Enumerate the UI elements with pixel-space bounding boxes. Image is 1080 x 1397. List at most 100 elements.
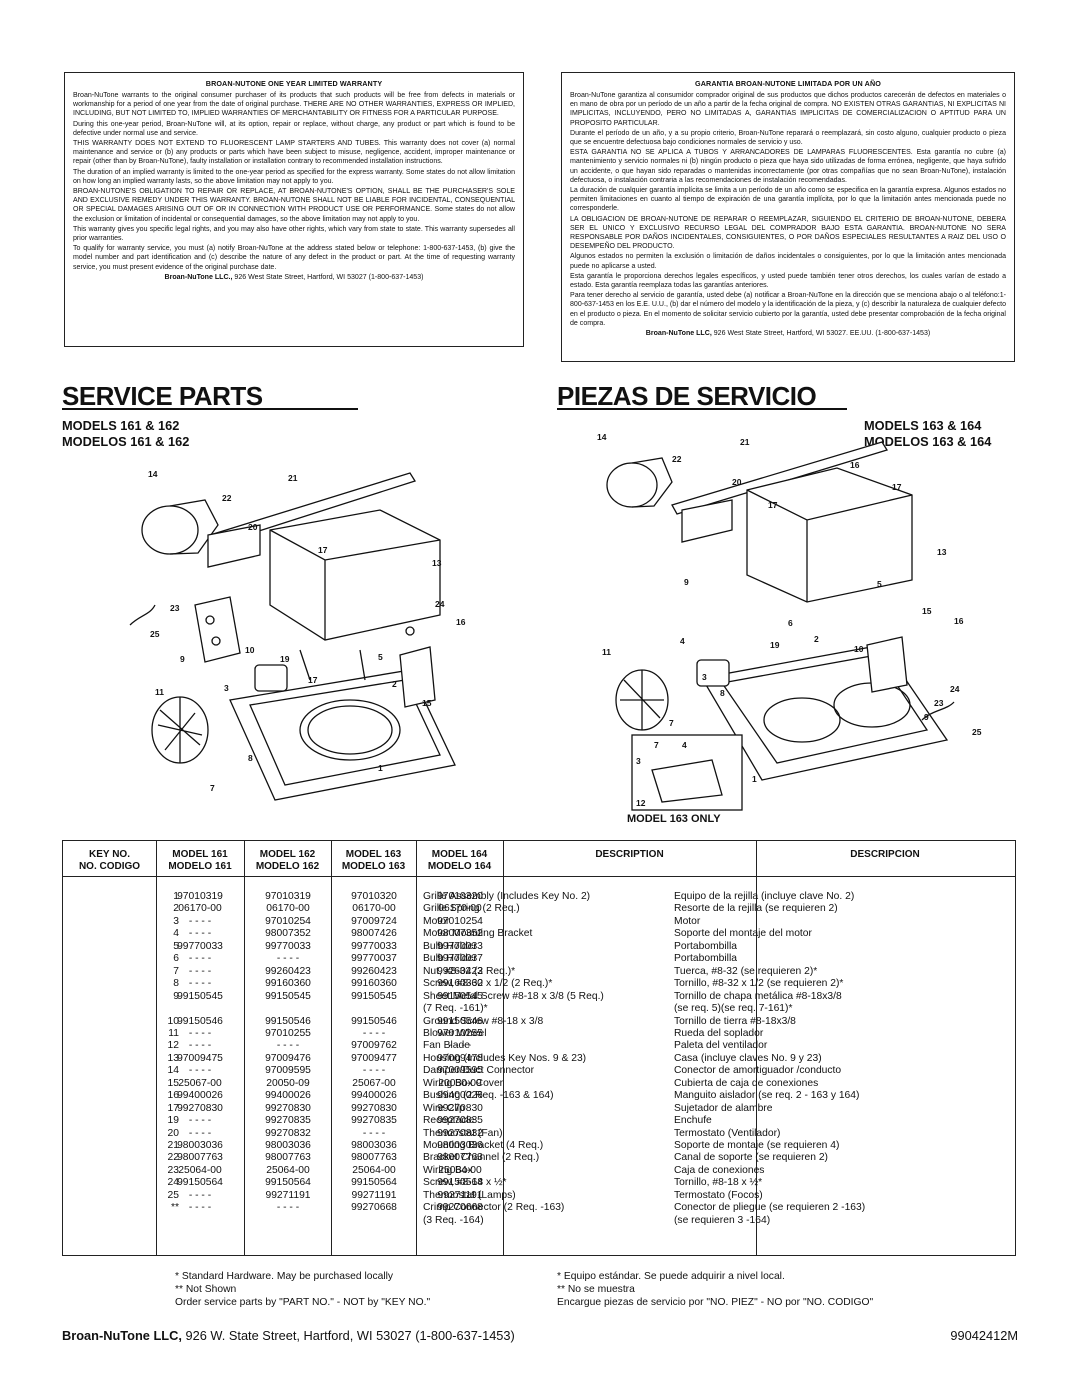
callout-label: 4 xyxy=(682,740,687,750)
note-order-by-part-no: Order service parts by "PART NO." - NOT … xyxy=(175,1297,431,1308)
warranty-paragraph: La duración de cualquier garantía implíc… xyxy=(570,187,1006,213)
exploded-diagram-161-162: 14 21 22 20 17 13 23 25 24 16 9 10 19 5 … xyxy=(129,469,466,801)
cell-m161: - - - - xyxy=(188,1027,212,1039)
cell-m162: 99400026 xyxy=(265,1090,311,1102)
header-model-164: MODEL 164 MODELO 164 xyxy=(416,849,503,873)
cell-m161: - - - - xyxy=(188,915,212,927)
header-model-161: MODEL 161 MODELO 161 xyxy=(156,849,244,873)
cell-m161: 98003036 xyxy=(177,1140,223,1151)
header-no-codigo-label: NO. CODIGO xyxy=(78,861,141,872)
cell-m161: - - - - xyxy=(188,965,212,977)
cell-desc: Motor xyxy=(423,915,450,927)
cell-desc: Damper/Duct Connector xyxy=(423,1065,535,1077)
cell-desc: Bulb Holder xyxy=(423,953,477,965)
cell-desc: Wiring Box xyxy=(423,1164,473,1176)
callout-label: 15 xyxy=(422,698,432,708)
cell-descr: Casa (incluye claves No. 9 y 23) xyxy=(674,1052,822,1064)
cell-m163: 99150545 xyxy=(351,990,397,1002)
cell-key: 15 xyxy=(167,1077,179,1089)
warranty-title-english: BROAN-NUTONE ONE YEAR LIMITED WARRANTY xyxy=(205,79,383,88)
cell-m163: 99400026 xyxy=(351,1090,397,1102)
note-equipo-estandar: * Equipo estándar. Se puede adquirir a n… xyxy=(557,1271,785,1282)
callout-label: 11 xyxy=(155,687,164,697)
diagram-artwork xyxy=(606,441,955,811)
warranty-paragraph: Para tener derecho al servicio de garant… xyxy=(570,292,1006,327)
cell-m163: 99150546 xyxy=(351,1015,397,1027)
cell-m162: - - - - xyxy=(276,953,300,965)
warranty-paragraph: Broan-NuTone garantiza al consumidor com… xyxy=(570,92,1006,127)
cell-descr: Tuerca, #8-32 (se requieren 2)* xyxy=(674,965,818,977)
cell-key: 7 xyxy=(173,965,179,977)
cell-m163: 98007763 xyxy=(351,1152,397,1164)
cell-m164: 99400026 xyxy=(437,1090,483,1102)
note-standard-hardware: * Standard Hardware. May be purchased lo… xyxy=(175,1271,394,1282)
cell-m163: 99160360 xyxy=(351,978,397,990)
cell-m162: 97009476 xyxy=(265,1052,311,1064)
callout-label: 9 xyxy=(684,577,689,587)
cell-m163: 99270668 xyxy=(351,1202,397,1214)
cell-key: 20 xyxy=(167,1127,179,1139)
header-divider xyxy=(63,876,1015,877)
column-divider xyxy=(756,841,757,1255)
callout-label: 1 xyxy=(752,774,757,784)
callout-label: 12 xyxy=(636,798,646,808)
cell-descr: (se req. 5)(se req. 7-161)* xyxy=(674,1003,793,1015)
callout-label: 11 xyxy=(602,647,611,657)
cell-m162: 98003036 xyxy=(265,1140,311,1151)
inset-label: MODEL 163 ONLY xyxy=(627,813,721,825)
cell-key: 13 xyxy=(167,1052,179,1064)
callout-label: 3 xyxy=(702,672,707,682)
cell-m162: - - - - xyxy=(276,1040,300,1052)
cell-m163: 99150564 xyxy=(351,1177,397,1189)
cell-descr: Equipo de la rejilla (incluye clave No. … xyxy=(674,891,855,902)
cell-m162: 98007763 xyxy=(265,1152,311,1164)
exploded-diagram-163-164: 14 21 22 16 20 17 17 9 13 5 6 15 16 11 4… xyxy=(597,432,982,825)
cell-m162: 99150545 xyxy=(265,990,311,1002)
cell-m161: - - - - xyxy=(188,953,212,965)
cell-m163: 99270835 xyxy=(351,1115,397,1127)
cell-m164: 99150546 xyxy=(437,1015,483,1027)
cell-m162: 99270835 xyxy=(265,1115,311,1127)
callout-label: 9 xyxy=(180,654,185,664)
header-description: DESCRIPTION xyxy=(595,849,664,860)
cell-m163: - - - - xyxy=(362,1027,386,1039)
cell-m164: 99260423 xyxy=(437,965,483,977)
callout-label: 21 xyxy=(740,437,750,447)
cell-m164: 97010255 xyxy=(437,1027,483,1039)
parts-table: KEY NO. NO. CODIGO MODEL 161 MODELO 161 … xyxy=(62,840,1016,1256)
models-right-spanish: MODELOS 163 & 164 xyxy=(864,434,992,449)
cell-m164: 97009478 xyxy=(437,1052,483,1064)
warranty-title-spanish: GARANTIA BROAN-NUTONE LIMITADA POR UN AÑ… xyxy=(695,79,881,88)
cell-m163: 06170-00 xyxy=(352,903,396,915)
cell-desc: Thermostat (Lamps) xyxy=(423,1189,516,1201)
warranty-paragraph: BROAN-NUTONE'S OBLIGATION TO REPAIR OR R… xyxy=(73,188,515,223)
callout-label: 23 xyxy=(170,603,180,613)
callout-label: 10 xyxy=(245,645,255,655)
cell-m162: 25064-00 xyxy=(266,1164,310,1176)
cell-m164: 99270832 xyxy=(437,1127,483,1139)
footer-address: 926 W. State Street, Hartford, WI 53027 … xyxy=(181,1328,515,1343)
cell-m164: 98003036 xyxy=(437,1140,483,1151)
callout-label: 14 xyxy=(597,432,607,442)
cell-key: 14 xyxy=(167,1065,179,1077)
cell-desc: Receptacle xyxy=(423,1115,475,1127)
cell-m161: - - - - xyxy=(188,978,212,990)
cell-m164: 25064-00 xyxy=(438,1164,482,1176)
cell-key: 24 xyxy=(167,1177,179,1189)
table-row: 12- - - -- - - -97009762- - - -Fan Blade… xyxy=(63,1040,1015,1052)
cell-m162: 99270832 xyxy=(265,1127,311,1139)
